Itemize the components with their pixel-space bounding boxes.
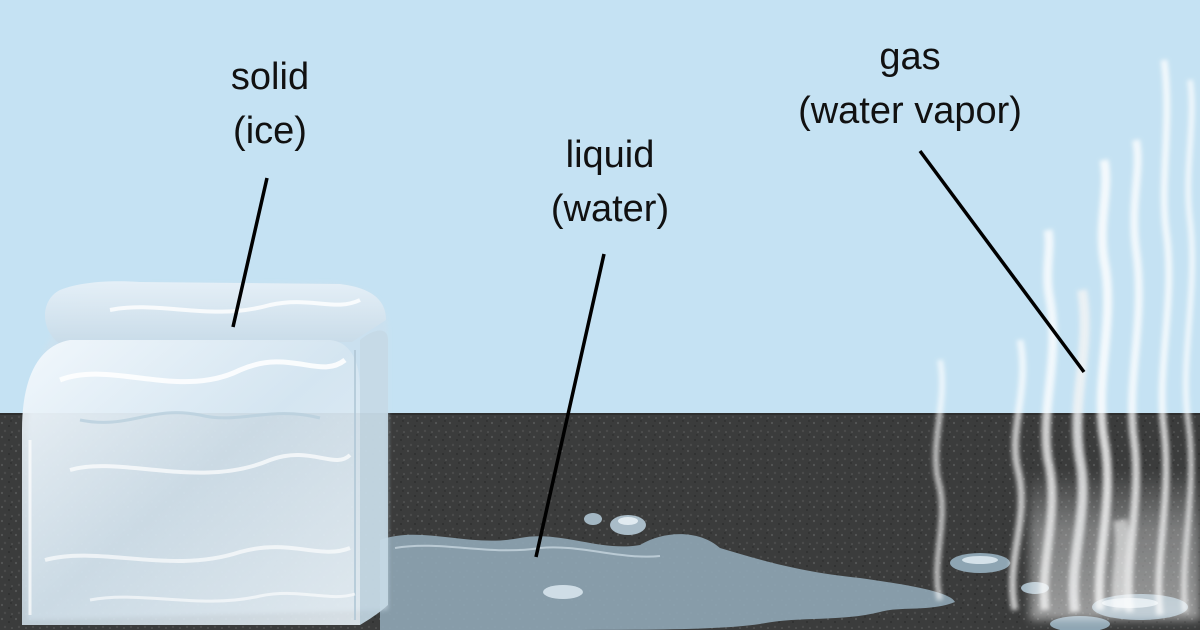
- gas-label-line1: gas: [879, 36, 941, 78]
- gas-label: gas (water vapor): [740, 30, 1080, 138]
- solid-label-line1: solid: [230, 56, 310, 98]
- gas-leader-line: [918, 149, 1086, 374]
- water-vapor: [932, 59, 1200, 620]
- ice-cube: [22, 281, 388, 625]
- liquid-leader-line: [534, 253, 606, 558]
- liquid-label-line1: liquid: [565, 134, 655, 176]
- solid-label-line2: (ice): [233, 110, 307, 152]
- liquid-label-line2: (water): [550, 188, 670, 230]
- liquid-label: liquid (water): [500, 128, 720, 236]
- solid-label: solid (ice): [170, 50, 370, 158]
- solid-leader-line: [231, 177, 269, 328]
- gas-label-line2: (water vapor): [798, 90, 1022, 132]
